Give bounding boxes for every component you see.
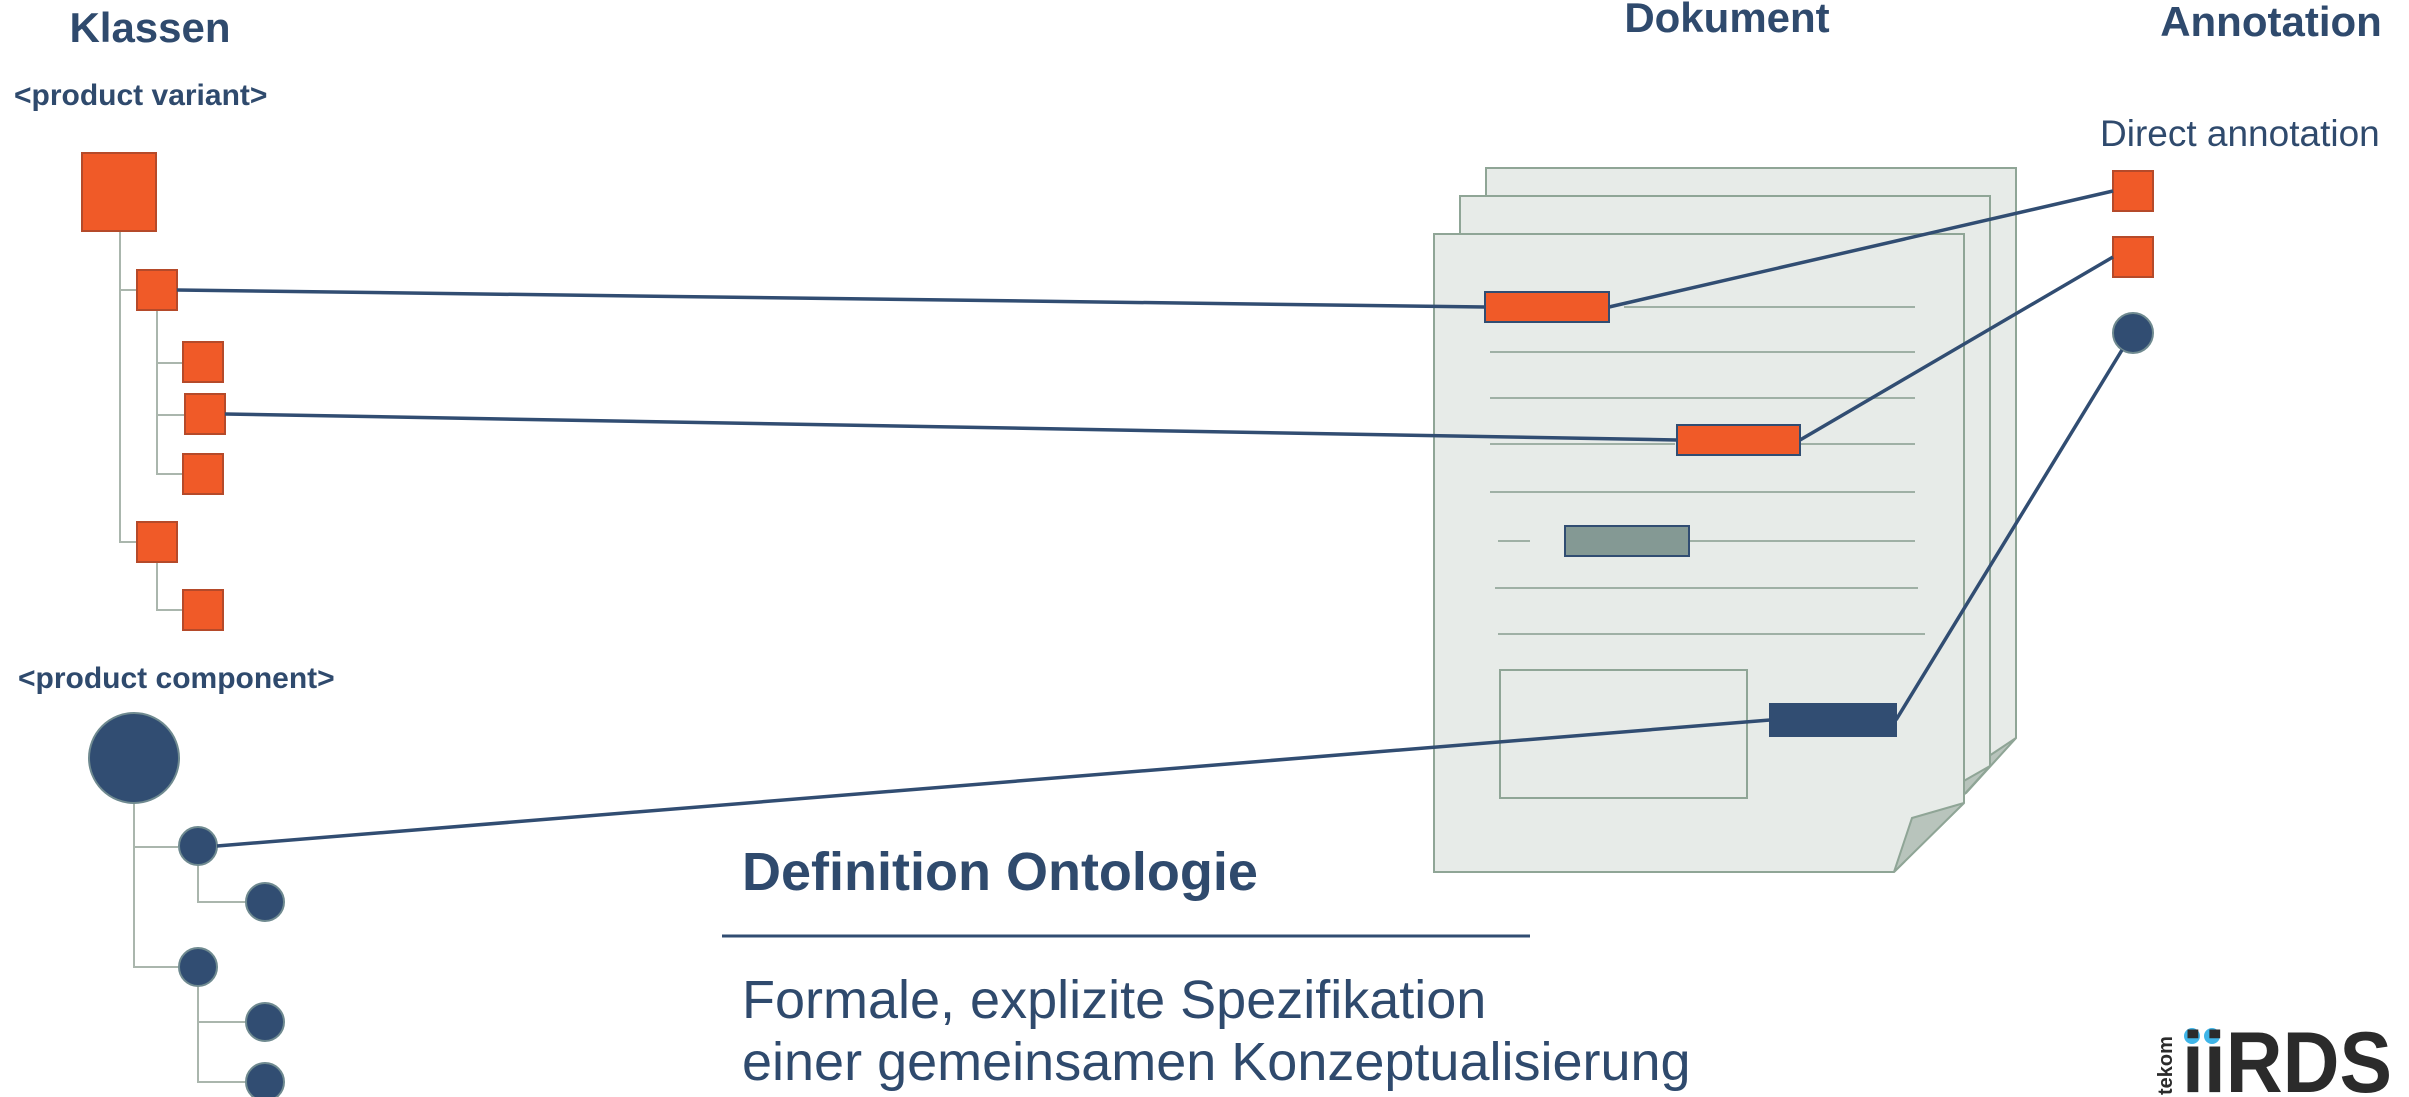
highlight-navy xyxy=(1769,703,1897,737)
component-classes xyxy=(88,712,285,1097)
logo-brand: iiRDS xyxy=(2182,1015,2392,1097)
variant-node xyxy=(182,453,224,495)
logo-tagline: tekom xyxy=(2155,1036,2177,1095)
logo-dot-2 xyxy=(2204,1028,2220,1044)
variant-classes xyxy=(81,152,226,631)
connector-span-2-to-annotation-2 xyxy=(1799,255,2114,442)
definition-title: Definition Ontologie xyxy=(742,842,1258,902)
annotation-marker-navy xyxy=(2112,312,2154,354)
component-node xyxy=(178,947,218,987)
variant-tree-lines xyxy=(119,232,185,611)
component-root-node xyxy=(88,712,180,804)
label-direct-annotation: Direct annotation xyxy=(2100,113,2380,154)
highlight-orange-2 xyxy=(1676,424,1801,456)
heading-klassen: Klassen xyxy=(69,4,230,51)
annotation-connectors xyxy=(176,189,2124,848)
definition-line-1: Formale, explizite Spezifikation xyxy=(742,970,1486,1030)
annotation-markers xyxy=(2112,170,2154,354)
variant-node xyxy=(136,521,178,563)
annotation-marker-orange-2 xyxy=(2112,236,2154,278)
highlight-gray xyxy=(1564,525,1690,557)
component-node xyxy=(245,1062,285,1097)
heading-annotation: Annotation xyxy=(2160,0,2382,45)
variant-node xyxy=(182,341,224,383)
document-text-lines xyxy=(1490,306,1925,635)
variant-root-node xyxy=(81,152,157,232)
iirds-logo: tekom iiRDS xyxy=(2155,1015,2392,1097)
connector-variant-to-span-1 xyxy=(176,288,1486,309)
connector-component-to-span-navy xyxy=(216,718,1771,848)
annotation-marker-orange-1 xyxy=(2112,170,2154,212)
connector-span-navy-to-annotation xyxy=(1894,349,2124,721)
logo-dot-1 xyxy=(2184,1028,2200,1044)
label-product-variant: <product variant> xyxy=(14,79,267,112)
document-stack xyxy=(1433,167,2017,873)
variant-node xyxy=(136,269,178,311)
connector-span-1-to-annotation-1 xyxy=(1608,189,2114,309)
connector-variant-to-span-2 xyxy=(224,412,1678,442)
heading-dokument: Dokument xyxy=(1624,0,1829,41)
definition-line-2: einer gemeinsamen Konzeptualisierung xyxy=(742,1032,1691,1092)
component-node xyxy=(245,1002,285,1042)
document-page-front xyxy=(1433,233,1965,873)
highlight-orange-1 xyxy=(1484,291,1610,323)
component-tree-lines xyxy=(133,800,245,1083)
document-image-frame xyxy=(1499,669,1748,799)
component-node xyxy=(178,826,218,866)
variant-node xyxy=(182,589,224,631)
component-node xyxy=(245,882,285,922)
variant-node xyxy=(184,393,226,435)
label-product-component: <product component> xyxy=(18,662,335,695)
